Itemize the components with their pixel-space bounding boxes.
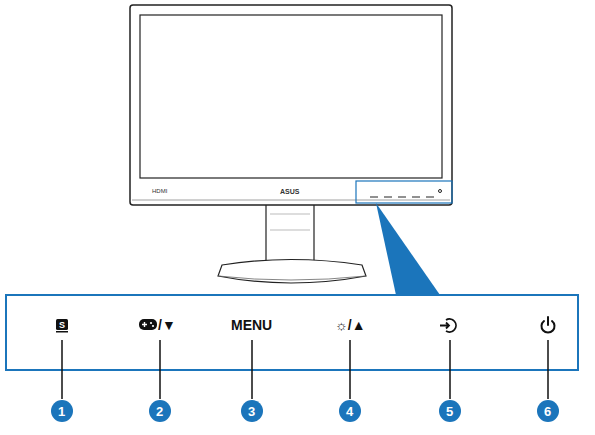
monitor-bezel — [130, 5, 452, 205]
callout-number: 5 — [446, 405, 453, 418]
gamepad-icon — [139, 319, 157, 330]
callout-number: 2 — [156, 405, 163, 418]
callout-circles — [51, 400, 559, 422]
monitor-screen — [140, 15, 442, 178]
port-label: HDMI — [152, 188, 167, 194]
callout-number: 4 — [346, 405, 353, 418]
bezel-buttons — [370, 190, 442, 198]
button-label: MENU — [231, 318, 272, 332]
button-icon-text: S — [59, 321, 65, 330]
monitor-base — [218, 260, 366, 284]
button-panel — [6, 295, 578, 370]
brand-logo: ASUS — [280, 188, 299, 195]
callout-wedge — [376, 203, 440, 295]
splendid-icon — [56, 319, 68, 330]
button-highlight — [356, 181, 452, 203]
callout-number: 6 — [544, 405, 551, 418]
power-icon — [541, 317, 554, 333]
leader-lines — [62, 340, 548, 399]
callout-number: 3 — [248, 405, 255, 418]
monitor-neck — [266, 205, 314, 262]
callout-number: 1 — [58, 405, 65, 418]
button-label: /▼ — [158, 318, 176, 332]
input-icon — [440, 319, 456, 332]
button-label: ☼/▲ — [335, 318, 366, 332]
